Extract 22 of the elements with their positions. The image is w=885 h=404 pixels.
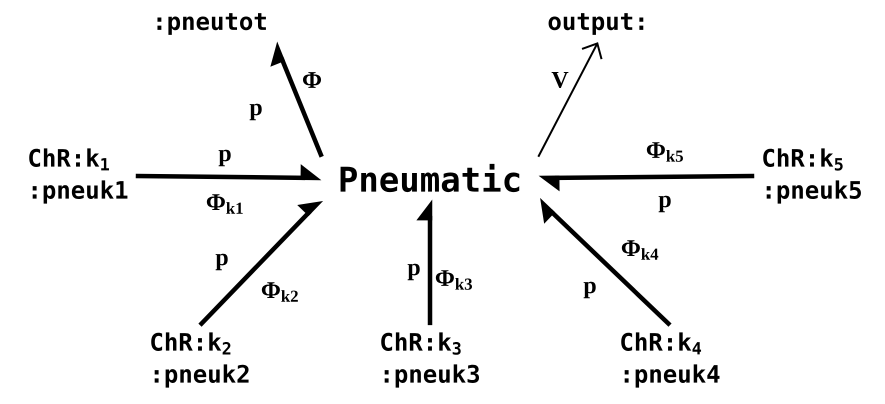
edge-label: p xyxy=(250,104,262,120)
edge-label: V xyxy=(552,72,568,88)
component-label: ChR:k$_{4}$ :pneuk4 xyxy=(621,332,720,388)
edge-label: p xyxy=(216,254,228,270)
edge-label: p xyxy=(584,282,596,298)
component-label: ChR:k$_{1}$ :pneuk1 xyxy=(29,148,128,204)
node-label: output: xyxy=(548,13,644,35)
node-label: :pneutot xyxy=(157,13,266,35)
edge-label: p xyxy=(658,196,671,212)
edge-label: Φ$_{k4}$ xyxy=(622,240,658,260)
component-label: ChR:k$_{5}$ :pneuk5 xyxy=(763,148,861,204)
component-label: ChR:k$_{3}$ :pneuk3 xyxy=(381,332,480,388)
edge-label: Φ$_{k2}$ xyxy=(262,282,298,302)
bond-arrow xyxy=(537,42,602,158)
edge-label: p xyxy=(408,264,420,280)
edge-label: Φ$_{k5}$ xyxy=(646,142,683,162)
edge-label: Φ xyxy=(302,72,322,88)
component-label: ChR:k$_{2}$ :pneuk2 xyxy=(151,332,249,388)
edge-label: Φ$_{k1}$ xyxy=(206,194,243,214)
node-label: Pneumatic xyxy=(340,164,520,192)
edge-label: p xyxy=(218,150,231,166)
edge-label: Φ$_{k3}$ xyxy=(436,270,472,290)
